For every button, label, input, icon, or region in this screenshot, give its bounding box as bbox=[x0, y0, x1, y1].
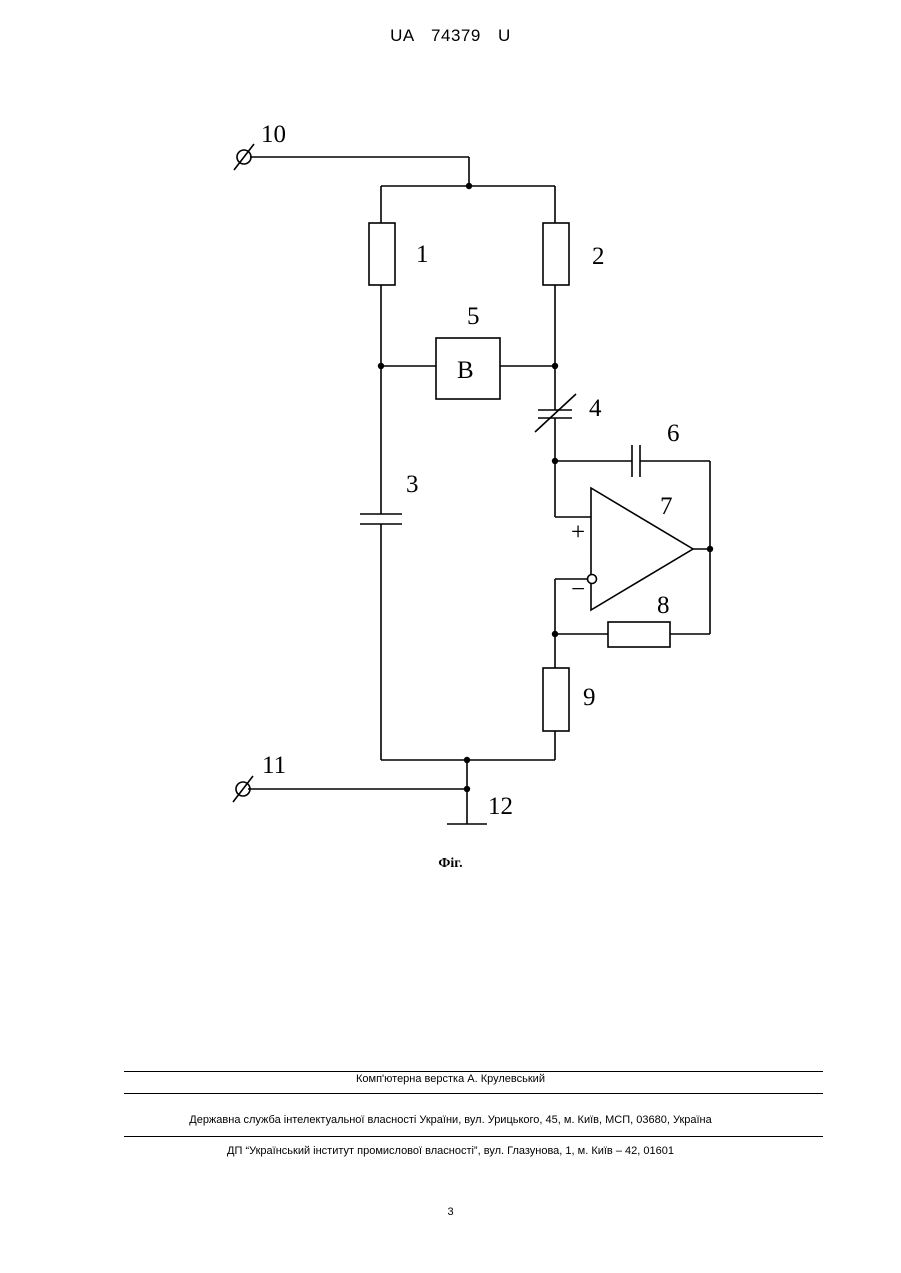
page-number: 3 bbox=[0, 1206, 901, 1218]
junction-dot bbox=[464, 786, 470, 792]
footer-divider bbox=[124, 1093, 823, 1094]
junction-dot bbox=[707, 546, 713, 552]
footer-institute-address: ДП “Український інститут промислової вла… bbox=[0, 1145, 901, 1157]
junction-dot bbox=[552, 458, 558, 464]
label-2: 2 bbox=[592, 243, 605, 270]
opamp-plus-sign: + bbox=[571, 519, 585, 546]
label-5: 5 bbox=[467, 303, 480, 330]
resistor-1 bbox=[369, 223, 395, 285]
block-5-letter: B bbox=[457, 357, 474, 384]
junction-dot bbox=[464, 757, 470, 763]
label-9: 9 bbox=[583, 684, 596, 711]
opamp-inverting-bubble bbox=[588, 575, 597, 584]
resistor-8 bbox=[608, 622, 670, 647]
junction-dot bbox=[378, 363, 384, 369]
junction-dot bbox=[552, 363, 558, 369]
label-4: 4 bbox=[589, 395, 602, 422]
label-12: 12 bbox=[488, 793, 513, 820]
label-7: 7 bbox=[660, 493, 673, 520]
footer-typesetter: Комп'ютерна верстка А. Крулевський bbox=[0, 1073, 901, 1085]
opamp-minus-sign: − bbox=[571, 576, 585, 603]
resistor-2 bbox=[543, 223, 569, 285]
footer-agency-address: Державна служба інтелектуальної власност… bbox=[0, 1114, 901, 1126]
label-10: 10 bbox=[261, 121, 286, 148]
label-11: 11 bbox=[262, 752, 286, 779]
figure-caption: Фіг. bbox=[0, 856, 901, 872]
footer-divider bbox=[124, 1136, 823, 1137]
label-6: 6 bbox=[667, 420, 680, 447]
label-1: 1 bbox=[416, 241, 429, 268]
junction-dot bbox=[466, 183, 472, 189]
footer-divider bbox=[124, 1071, 823, 1072]
circuit-diagram: 10 1 2 5 B 4 6 3 7 + − 8 9 11 12 bbox=[0, 0, 901, 900]
resistor-9 bbox=[543, 668, 569, 731]
label-3: 3 bbox=[406, 471, 419, 498]
junction-dot bbox=[552, 631, 558, 637]
opamp-7 bbox=[591, 488, 693, 610]
label-8: 8 bbox=[657, 592, 670, 619]
